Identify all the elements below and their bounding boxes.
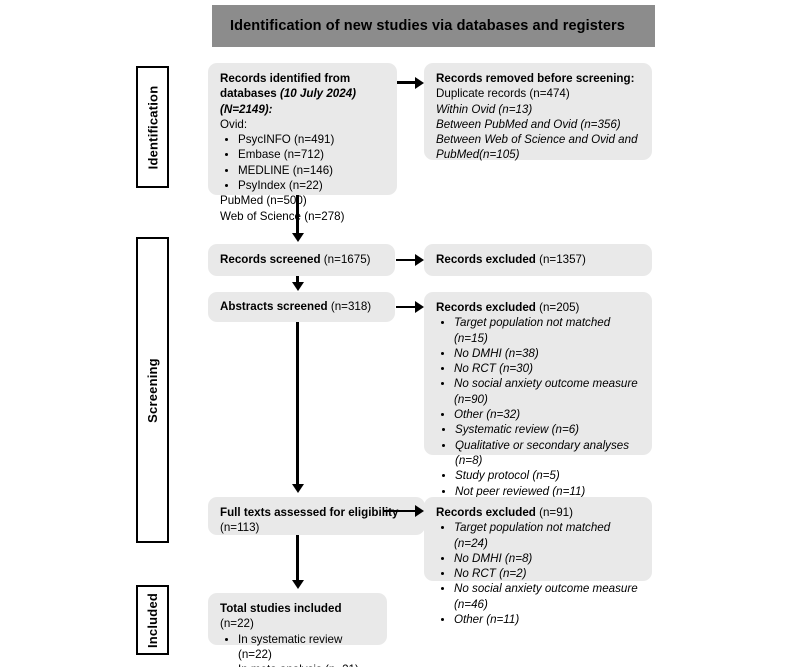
arrowhead-fulltext-to-total xyxy=(291,580,304,589)
connector-fulltext-to-excluded xyxy=(383,509,418,513)
records-excluded-2-count: (n=205) xyxy=(539,301,580,314)
list-item: PsycINFO (n=491) xyxy=(238,132,387,147)
list-item: Target population not matched (n=15) xyxy=(454,315,642,346)
records-removed-line: Within Ovid (n=13) xyxy=(436,102,533,116)
list-item: No RCT (n=2) xyxy=(454,566,642,581)
list-item: Embase (n=712) xyxy=(238,147,387,162)
records-excluded-3-reason-list: Target population not matched (n=24) No … xyxy=(436,520,642,627)
records-excluded-3-count: (n=91) xyxy=(539,506,573,519)
phase-label-included: Included xyxy=(136,585,169,655)
records-excluded-1-heading: Records excluded xyxy=(436,253,536,267)
total-studies-list: In systematic review (n=22) In meta anal… xyxy=(220,632,377,667)
list-item: Systematic review (n=6) xyxy=(455,422,642,437)
arrowhead-abstracts-to-fulltext xyxy=(291,484,304,493)
list-item: No social anxiety outcome measure (n=90) xyxy=(454,376,642,407)
arrowhead-identified-to-screened xyxy=(291,233,304,242)
list-item: PsyIndex (n=22) xyxy=(238,178,387,193)
records-excluded-2-heading: Records excluded xyxy=(436,301,536,314)
list-item: Target population not matched (n=24) xyxy=(454,520,642,551)
connector-screened-to-abstracts xyxy=(296,276,299,284)
records-identified-source-group: Ovid: xyxy=(220,117,248,131)
list-item: MEDLINE (n=146) xyxy=(238,163,387,178)
records-screened-line: Records screened (n=1675) xyxy=(220,252,371,267)
box-total-studies-included: Total studies included (n=22) In systema… xyxy=(208,593,387,667)
records-removed-line: Between PubMed and Ovid (n=356) xyxy=(436,117,621,131)
full-texts-heading: Full texts assessed for eligibility xyxy=(220,506,399,519)
records-identified-heading-text: Records identified from databases xyxy=(220,72,351,101)
full-texts-count: (n=113) xyxy=(220,521,260,535)
box-records-screened: Records screened (n=1675) xyxy=(208,244,395,276)
list-item: Other (n=11) xyxy=(454,612,642,627)
diagram-title: Identification of new studies via databa… xyxy=(230,18,625,34)
records-identified-database-list: PsycINFO (n=491) Embase (n=712) MEDLINE … xyxy=(220,132,387,193)
abstracts-screened-count: (n=318) xyxy=(330,300,372,314)
records-identified-heading: Records identified from databases (10 Ju… xyxy=(220,71,387,117)
phase-label-screening-text: Screening xyxy=(145,357,160,423)
list-item: Not peer reviewed (n=11) xyxy=(455,484,642,499)
records-excluded-3-heading: Records excluded xyxy=(436,506,536,519)
phase-label-included-text: Included xyxy=(145,592,160,648)
arrowhead-screened-to-abstracts xyxy=(291,282,304,291)
abstracts-screened-line: Abstracts screened (n=318) xyxy=(220,299,371,314)
records-removed-heading: Records removed before screening: xyxy=(436,72,635,85)
arrowhead-abstracts-to-excluded xyxy=(415,301,424,313)
records-excluded-1-count: (n=1357) xyxy=(539,253,586,267)
list-item: Other (n=32) xyxy=(454,407,642,422)
phase-label-identification-text: Identification xyxy=(145,85,161,169)
connector-abstracts-to-fulltext xyxy=(296,322,299,485)
box-records-identified: Records identified from databases (10 Ju… xyxy=(208,63,397,223)
connector-fulltext-to-total xyxy=(296,535,299,581)
list-item: No DMHI (n=8) xyxy=(454,551,642,566)
total-studies-heading: Total studies included xyxy=(220,602,342,615)
arrowhead-screened-to-excluded xyxy=(415,254,424,266)
arrowhead-identified-to-removed xyxy=(415,76,424,89)
records-identified-extra-source: Web of Science (n=278) xyxy=(220,209,345,223)
records-removed-line: Duplicate records (n=474) xyxy=(436,87,570,101)
list-item: In meta analysis (n=21) xyxy=(238,662,377,667)
records-excluded-3-heading-line: Records excluded (n=91) xyxy=(436,505,642,520)
box-records-excluded-screened: Records excluded (n=1357) xyxy=(424,244,652,276)
list-item: No DMHI (n=38) xyxy=(454,346,642,361)
records-screened-heading: Records screened xyxy=(220,253,321,267)
total-studies-count: (n=22) xyxy=(220,617,254,631)
abstracts-screened-heading: Abstracts screened xyxy=(220,300,328,314)
total-studies-heading-line: Total studies included (n=22) xyxy=(220,601,377,632)
box-full-texts-assessed: Full texts assessed for eligibility (n=1… xyxy=(208,497,425,535)
records-excluded-2-heading-line: Records excluded (n=205) xyxy=(436,300,642,315)
records-identified-date: (10 July 2024) xyxy=(279,87,357,101)
arrowhead-fulltext-to-excluded xyxy=(415,505,424,517)
connector-abstracts-to-excluded xyxy=(396,305,418,309)
records-excluded-2-reason-list: Target population not matched (n=15) No … xyxy=(436,315,642,422)
diagram-header-banner: Identification of new studies via databa… xyxy=(212,5,655,47)
connector-screened-to-excluded xyxy=(396,258,418,262)
records-screened-count: (n=1675) xyxy=(323,253,371,267)
list-item: Qualitative or secondary analyses (n=8) xyxy=(455,438,642,469)
phase-label-identification: Identification xyxy=(136,66,169,188)
box-records-excluded-fulltext: Records excluded (n=91) Target populatio… xyxy=(424,497,652,626)
records-identified-total: (N=2149): xyxy=(220,102,273,116)
connector-identified-to-screened xyxy=(296,195,299,235)
list-item: No RCT (n=30) xyxy=(454,361,642,376)
records-excluded-1-line: Records excluded (n=1357) xyxy=(436,252,586,267)
connector-identified-to-removed xyxy=(397,81,418,84)
box-abstracts-screened: Abstracts screened (n=318) xyxy=(208,292,395,322)
records-identified-extra-source: PubMed (n=500) xyxy=(220,194,307,208)
records-removed-line: Between Web of Science and Ovid and PubM… xyxy=(436,133,638,162)
list-item: No social anxiety outcome measure (n=46) xyxy=(454,581,642,612)
list-item: Study protocol (n=5) xyxy=(455,468,642,483)
box-records-removed: Records removed before screening: Duplic… xyxy=(424,63,652,162)
list-item: In systematic review (n=22) xyxy=(238,632,377,663)
phase-label-screening: Screening xyxy=(136,237,169,543)
box-records-excluded-abstracts: Records excluded (n=205) Target populati… xyxy=(424,292,652,528)
